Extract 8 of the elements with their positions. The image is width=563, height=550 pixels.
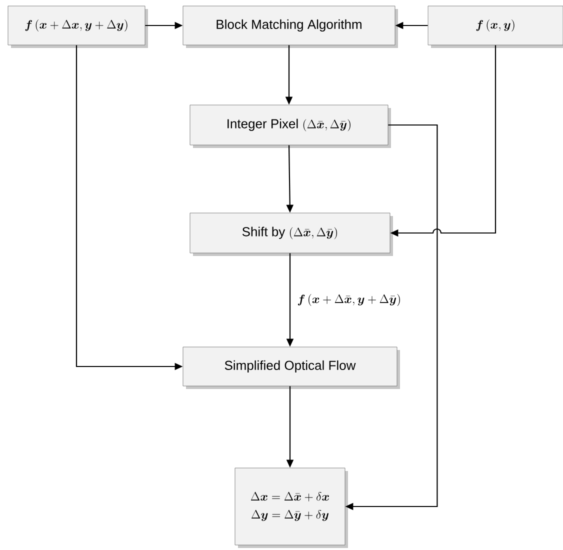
process-box: Simplified Optical Flow	[182, 346, 400, 389]
input-box: $\boldsymbol{f}\left(\boldsymbol{x},\boldsymbol{y}\right)$	[428, 6, 563, 48]
process-box: Integer Pixel $\left(\Delta\bar{\boldsymbol{x}},\Delta\bar{\boldsymbol{y}}\right)$	[190, 104, 391, 148]
process-box: Shift by $\left(\Delta\bar{\boldsymbol{x}},\Delta\bar{\boldsymbol{y}}\right)$	[190, 212, 393, 256]
result-box: $\Delta\boldsymbol{x}=\Delta\bar{\boldsymbol{x}}+\delta\boldsymbol{x}$ $\Delta\boldsymbol{y}=\Delta\bar{\boldsymbol{y}}+\delta\boldsymbol{y}$	[234, 468, 348, 548]
input-box: $\boldsymbol{f}\left(\boldsymbol{x}+\Delta\boldsymbol{x},\boldsymbol{y}+\Delta\boldsymbol{y}\right)$	[8, 6, 148, 48]
process-box: Block Matching Algorithm	[182, 6, 398, 48]
edge-label: $\boldsymbol{f}\left(\boldsymbol{x}+\Delta\bar{\boldsymbol{x}},\boldsymbol{y}+\Delta\bar{\boldsymbol{y}}\right)$	[296, 293, 402, 307]
